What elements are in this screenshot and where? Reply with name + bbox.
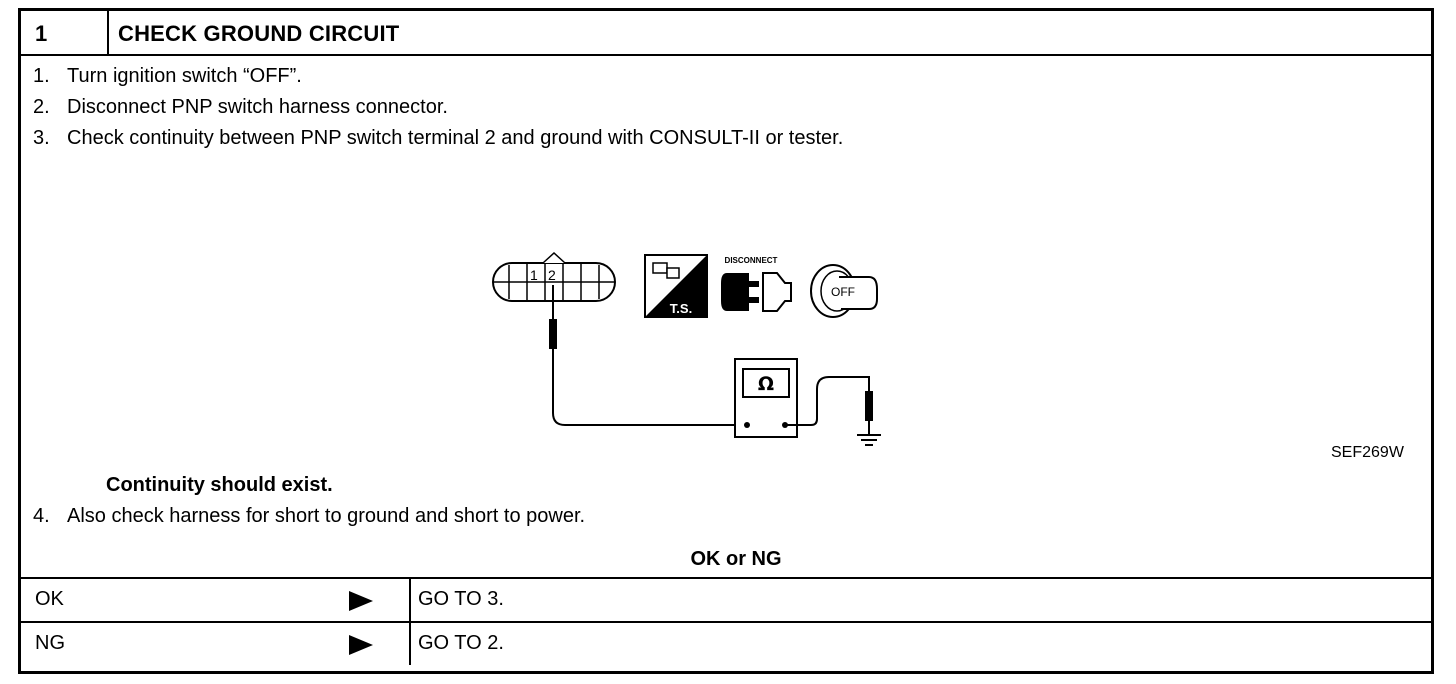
ts-label: T.S. [670,301,692,316]
instruction-3: 3. Check continuity between PNP switch te… [33,127,843,150]
instruction-2: 2. Disconnect PNP switch harness connecto… [33,96,448,119]
pnp-switch-connector: 1 2 [492,251,616,302]
ignition-key-off-icon: OFF [810,264,878,318]
result-action: GO TO 2. [418,632,504,654]
column-divider [409,623,411,665]
probe-icon [549,319,557,349]
ignition-off-label: OFF [831,285,855,299]
step-title: CHECK GROUND CIRCUIT [118,21,400,46]
instruction-number: 3. [33,127,50,149]
step-header: 1 CHECK GROUND CIRCUIT [21,11,1431,56]
result-label: NG [35,632,65,654]
terminal-2-label: 2 [548,267,556,283]
header-divider [107,11,109,54]
figure-code: SEF269W [1331,444,1404,461]
meter-symbol: Ω [758,373,774,395]
terminal-1-label: 1 [530,267,538,283]
result-action: GO TO 3. [418,588,504,610]
instruction-1: 1. Turn ignition switch “OFF”. [33,65,302,88]
expected-result-note: Continuity should exist. [106,474,333,496]
result-label: OK [35,588,64,610]
result-row-ng: NG GO TO 2. [21,623,1431,665]
instruction-4: 4. Also check harness for short to ground… [33,505,585,528]
procedure-box: 1 CHECK GROUND CIRCUIT 1. Turn ignition s… [18,8,1434,674]
ground-icon [857,434,881,446]
instruction-number: 4. [33,505,50,527]
result-row-ok: OK GO TO 3. [21,579,1431,621]
arrow-right-icon [349,591,373,611]
instruction-text: Check continuity between PNP switch term… [67,127,844,149]
tester-ts-icon: T.S. [644,254,708,318]
divider [21,621,1431,623]
step-number: 1 [35,21,48,46]
instruction-text: Turn ignition switch “OFF”. [67,65,302,87]
arrow-right-icon [349,635,373,655]
instruction-text: Also check harness for short to ground a… [67,505,586,527]
column-divider [409,579,411,621]
ground-probe-icon [865,391,873,421]
instruction-number: 2. [33,96,50,118]
disconnect-label: DISCONNECT [725,256,778,265]
continuity-test-diagram: 1 2 Ω T.S. [492,251,881,446]
instruction-text: Disconnect PNP switch harness connector. [67,96,448,118]
instruction-number: 1. [33,65,50,87]
divider [21,577,1431,579]
result-prompt-text: OK or NG [690,548,782,570]
result-prompt: OK or NG [21,548,1431,571]
disconnect-icon: DISCONNECT [721,256,792,312]
